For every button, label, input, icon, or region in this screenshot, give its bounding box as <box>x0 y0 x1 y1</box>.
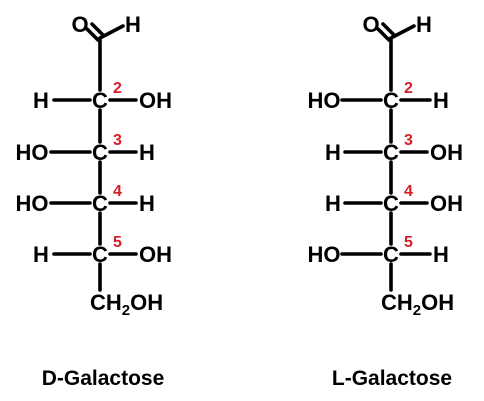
d-c5-right-group: OH <box>139 242 172 267</box>
l-c4-right-group: OH <box>430 191 463 216</box>
l-c2-right-group: H <box>433 88 449 113</box>
l-c3-left-group: H <box>325 140 341 165</box>
l-aldehyde-hydrogen: H <box>416 12 432 37</box>
l-c4-carbon: C <box>383 191 399 216</box>
d-c5-carbon: C <box>92 242 108 267</box>
d-c5-left-group: H <box>33 242 49 267</box>
d-carbon-number-2: 2 <box>113 80 122 97</box>
l-c3-carbon: C <box>383 140 399 165</box>
l-carbon-number-3: 3 <box>404 132 413 149</box>
d-c3-right-group: H <box>139 140 155 165</box>
d-carbon-number-5: 5 <box>113 234 122 251</box>
l-carbonyl-double-bond-b <box>381 22 396 37</box>
l-galactose-label: L-Galactose <box>332 367 452 390</box>
d-c2-carbon: C <box>92 88 108 113</box>
d-carbonyl-double-bond-b <box>90 22 105 37</box>
l-carbon-number-2: 2 <box>404 80 413 97</box>
d-c3-carbon: C <box>92 140 108 165</box>
l-carbon-number-5: 5 <box>404 234 413 251</box>
d-galactose-structure: O H H C OH 2 HO C H 3 HO C H 4 H C <box>16 12 173 390</box>
l-c2-left-group: HO <box>308 88 341 113</box>
d-c4-right-group: H <box>139 191 155 216</box>
d-aldehyde-h-bond <box>98 24 125 40</box>
d-terminal-ch2oh: CH2OH <box>90 290 163 319</box>
d-galactose-label: D-Galactose <box>42 367 165 390</box>
l-c5-left-group: HO <box>308 242 341 267</box>
d-c3-left-group: HO <box>16 140 49 165</box>
d-carbonyl-double-bond-a <box>85 27 100 42</box>
d-c2-left-group: H <box>33 88 49 113</box>
l-c5-carbon: C <box>383 242 399 267</box>
d-c4-left-group: HO <box>16 191 49 216</box>
d-c4-carbon: C <box>92 191 108 216</box>
l-c3-right-group: OH <box>430 140 463 165</box>
d-aldehyde-hydrogen: H <box>125 12 141 37</box>
d-aldehyde-oxygen: O <box>71 12 88 37</box>
d-c2-right-group: OH <box>139 88 172 113</box>
l-aldehyde-h-bond <box>389 24 416 40</box>
l-aldehyde-oxygen: O <box>362 12 379 37</box>
l-c4-left-group: H <box>325 191 341 216</box>
l-terminal-ch2oh: CH2OH <box>381 290 454 319</box>
l-carbon-number-4: 4 <box>404 183 413 200</box>
l-c2-carbon: C <box>383 88 399 113</box>
l-carbonyl-double-bond-a <box>376 27 391 42</box>
l-c5-right-group: H <box>433 242 449 267</box>
d-carbon-number-4: 4 <box>113 183 122 200</box>
l-galactose-structure: O H HO C H 2 H C OH 3 H C OH 4 HO C <box>308 12 464 390</box>
d-carbon-number-3: 3 <box>113 132 122 149</box>
